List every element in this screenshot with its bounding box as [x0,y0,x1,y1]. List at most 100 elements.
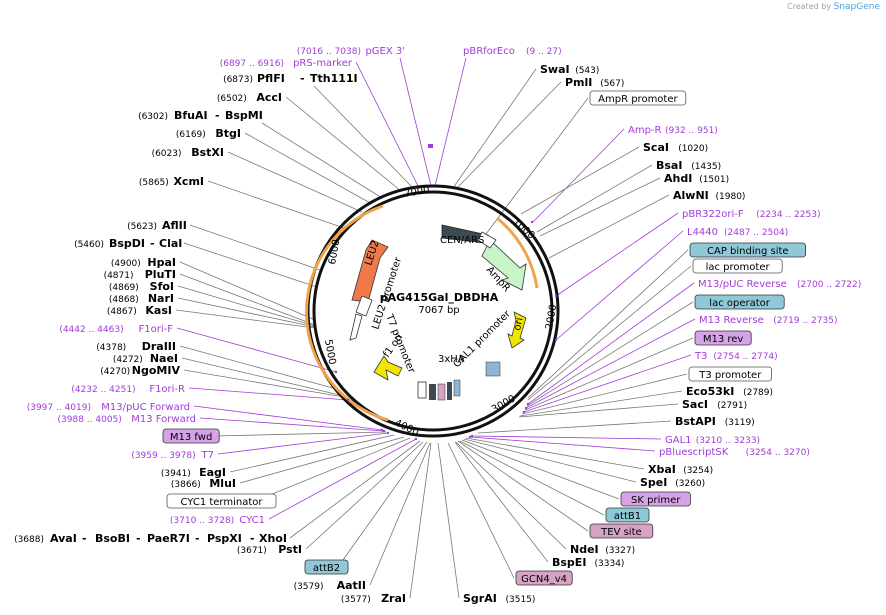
primer-site-mark [554,338,558,342]
bfuai-name2: BspMI [225,109,263,122]
pbluescriptsk-pos: (3254 .. 3270) [746,448,810,458]
ampr-primer-pos: (932 .. 951) [665,126,718,136]
saci-pos: (2791) [717,401,747,411]
ndei-line [455,441,567,550]
pbr322ori-name: pBR322ori-F [682,209,744,220]
mlui-name: MluI [209,477,236,490]
primer-site-mark [470,434,474,438]
snapgene-logo: SnapGene [833,2,880,12]
tick-4000: 4000 [393,418,421,439]
l4440-line [555,230,684,341]
f1orif-line [176,327,337,373]
zrai-pos: (3577) [341,595,371,605]
pbluescriptsk-line [469,436,656,452]
saci-line [518,403,679,418]
saci-name: SacI [682,398,708,411]
t7-promoter-arrow [349,313,363,341]
primer-site-mark [382,429,386,433]
cyc1-terminator-line [254,437,411,502]
bfuai-pos: (6302) [138,112,168,122]
ampr-primer-line [532,128,625,223]
eagi-pos: (3941) [161,469,191,479]
ampr-promoter-box [589,90,687,106]
pbrforeco-pos: (9 .. 27) [526,47,562,57]
draiii-line [179,345,341,391]
m13forward-name: M13 Forward [131,414,196,425]
sfoi-line [177,285,316,327]
ha-block-3 [447,382,452,400]
bspdi-line [183,242,318,288]
t3-promoter-box [688,366,772,382]
f1-ori-arrow [373,355,403,381]
tick-6000: 6000 [327,239,342,266]
attb1-line [459,440,605,516]
naei-line [181,357,345,397]
acci-line [285,96,402,192]
t3-line [523,354,692,413]
leu2-promoter-arrow [355,295,373,317]
gcn4-box [515,570,573,586]
bstxi-line [227,151,363,213]
pluti-pos: (4871) [104,271,134,281]
m13-rev-line [524,337,694,411]
nari-pos: (4868) [109,295,139,305]
tick-7000: 7000 [404,185,431,200]
bspdi-pos: (5460) [74,240,104,250]
feature-arc-right [496,216,539,289]
m13-rev-box [694,330,752,346]
eco53ki-name: Eco53kI [686,385,734,398]
gal1-promoter-label: GAL1 promoter [451,308,513,370]
attb1-box [605,507,650,523]
cyc1-name: CYC1 [239,515,265,526]
sfoi-name: SfoI [150,280,174,293]
tev-site-box [589,523,654,539]
t3-promoter-line [521,373,688,415]
bstxi-pos: (6023) [152,149,182,159]
xbai-name: XbaI [648,463,676,476]
site-labels: pGEX 3'(7016 .. 7038)pBRforEco(9 .. 27)p… [14,46,861,605]
bsai-pos: (1435) [691,162,721,172]
bfuai-name: BfuAI [174,109,208,122]
pfifi-line [313,85,413,188]
m13forward-pos: (3988 .. 4005) [58,415,122,425]
gcn4-line [447,442,515,579]
primer-site-mark [380,428,384,432]
gcn4: GCN4_v4 [521,574,567,585]
alwni-pos: (1980) [716,192,746,202]
bfuai-line [261,122,383,199]
pgex3-name: pGEX 3' [365,46,405,57]
naei-pos: (4272) [113,355,143,365]
sk-primer: SK primer [631,495,681,506]
primer-site-mark [522,410,526,414]
xcmi-pos: (5865) [139,178,169,188]
swai-name: SwaI [540,63,570,76]
m13forward-line [199,417,385,432]
lac-operator-line [526,301,694,407]
cyc1-line [268,438,417,520]
bspei-line [454,441,549,563]
kasi-name: KasI [145,304,172,317]
bspdi-dash: - [150,237,155,250]
xcmi-line [207,180,345,229]
watermark-prefix: Created by [787,2,832,11]
f1orif-name: F1ori-F [139,324,174,335]
ahdi-line [539,177,661,237]
kasi-line [175,309,316,329]
avai-dash2: - [136,532,141,545]
spei-pos: (3260) [675,479,705,489]
pgex3-pos: (7016 .. 7038) [297,47,361,57]
ngomiv-line [183,369,345,398]
alwni-name: AlwNI [673,189,709,202]
pfifi-name: PflFI [257,72,285,85]
m13puc-rev-pos: (2700 .. 2722) [797,280,861,290]
ampr-promoter: AmpR promoter [598,94,678,105]
btgi-pos: (6169) [176,130,206,140]
nari-line [177,297,316,328]
avai-dash4: - [250,532,255,545]
tev-site-line [457,440,589,532]
t3-name: T3 [694,351,707,362]
bspei-pos: (3334) [595,559,625,569]
pbluescriptsk-name: pBluescriptSK [659,447,729,458]
ampr-arrow [481,239,527,291]
